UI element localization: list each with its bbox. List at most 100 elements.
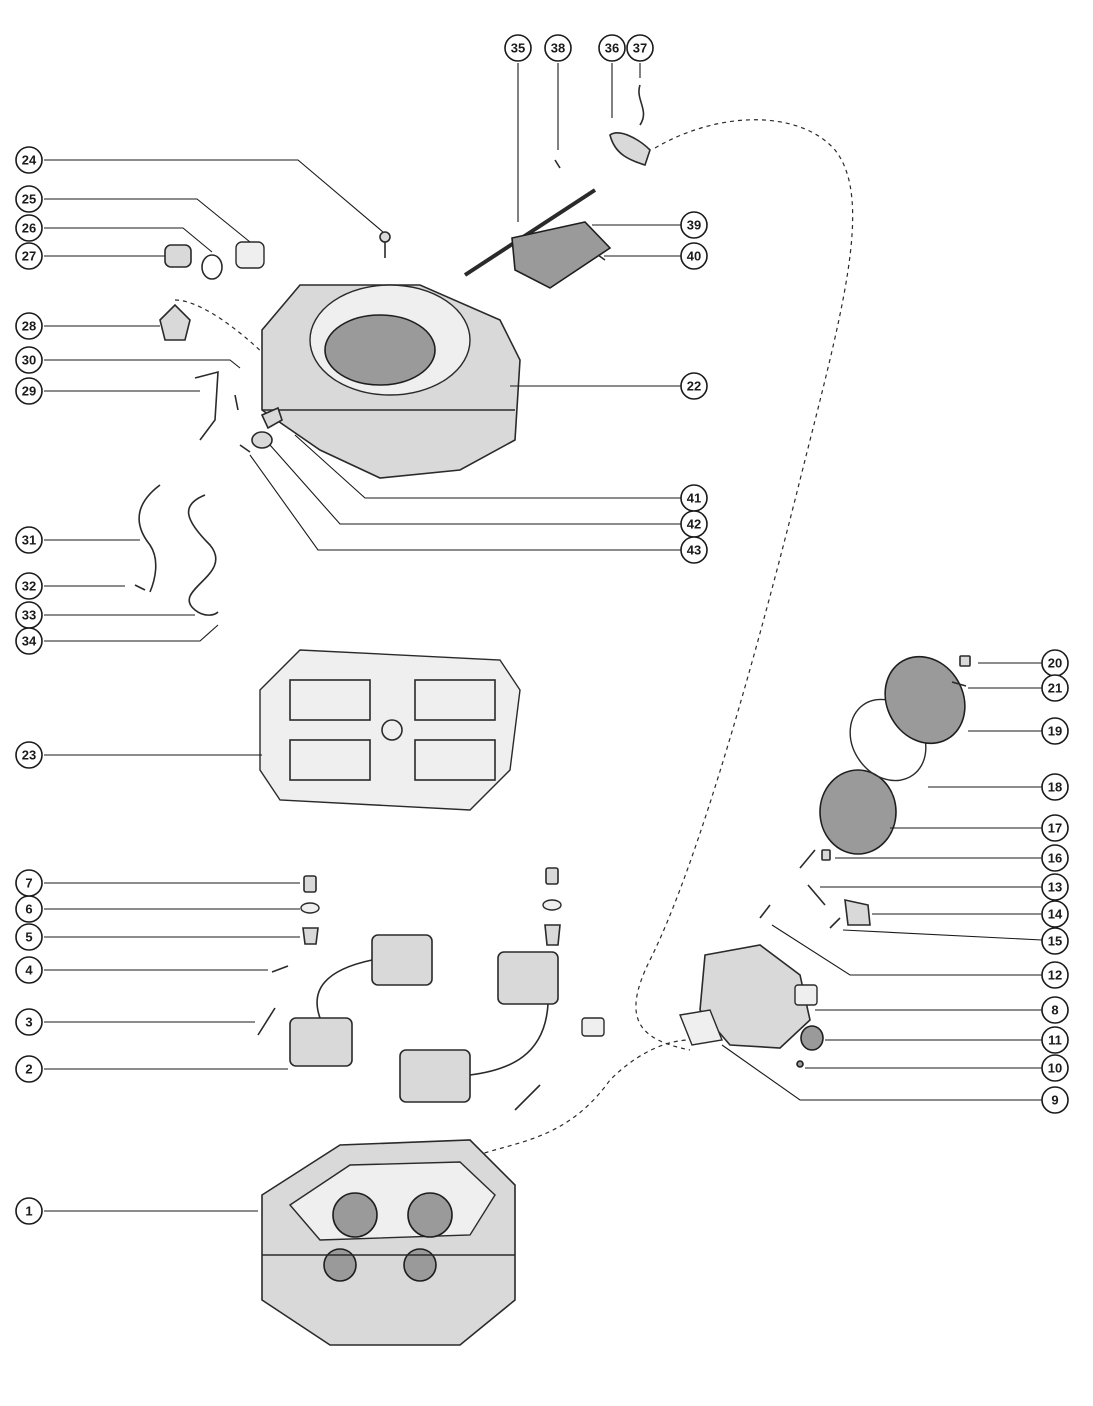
svg-text:6: 6 [25,902,32,917]
svg-text:10: 10 [1048,1061,1062,1076]
svg-text:38: 38 [551,41,565,56]
callout-34: 34 [15,627,43,655]
callout-24: 24 [15,146,43,174]
svg-text:3: 3 [25,1015,32,1030]
svg-text:13: 13 [1048,880,1062,895]
callout-36: 36 [598,34,626,62]
small-hardware-left [257,867,562,1111]
svg-text:15: 15 [1048,934,1062,949]
svg-text:28: 28 [22,319,36,334]
callout-6: 6 [15,895,43,923]
air-horn-cover [261,284,521,479]
svg-text:19: 19 [1048,724,1062,739]
callout-9: 9 [1041,1086,1069,1114]
callout-37: 37 [626,34,654,62]
callout-25: 25 [15,185,43,213]
svg-text:9: 9 [1051,1093,1058,1108]
choke-shaft-assembly [463,84,651,289]
callout-18: 18 [1041,773,1069,801]
svg-text:24: 24 [22,153,37,168]
svg-text:40: 40 [687,249,701,264]
callout-32: 32 [15,572,43,600]
svg-text:11: 11 [1048,1033,1062,1048]
callout-22: 22 [680,372,708,400]
svg-text:4: 4 [25,963,33,978]
svg-text:16: 16 [1048,851,1062,866]
float-assembly [289,934,605,1103]
callout-38: 38 [544,34,572,62]
callout-31: 31 [15,526,43,554]
callout-42: 42 [680,510,708,538]
svg-text:29: 29 [22,384,36,399]
callout-19: 19 [1041,717,1069,745]
callout-17: 17 [1041,814,1069,842]
svg-text:23: 23 [22,748,36,763]
throttle-body-base [261,1139,516,1346]
small-hardware-upper [159,231,391,441]
svg-text:41: 41 [687,491,701,506]
svg-text:18: 18 [1048,780,1062,795]
callout-33: 33 [15,601,43,629]
svg-text:8: 8 [1051,1003,1058,1018]
svg-text:30: 30 [22,353,36,368]
callout-16: 16 [1041,844,1069,872]
svg-text:43: 43 [687,543,701,558]
svg-text:39: 39 [687,218,701,233]
callout-3: 3 [15,1008,43,1036]
svg-text:42: 42 [687,517,701,532]
svg-text:2: 2 [25,1062,32,1077]
small-hardware-middle [239,406,283,453]
pump-housing [679,904,824,1068]
leader-lines [44,63,1043,1212]
callouts: 1 2 3 4 5 6 7 8 9 10 11 12 13 14 15 16 1… [15,34,1069,1225]
svg-text:37: 37 [633,41,647,56]
callout-8: 8 [1041,996,1069,1024]
callout-21: 21 [1041,674,1069,702]
callout-30: 30 [15,346,43,374]
callout-40: 40 [680,242,708,270]
svg-text:35: 35 [511,41,525,56]
svg-text:14: 14 [1048,907,1063,922]
callout-15: 15 [1041,927,1069,955]
vacuum-hose-line [174,119,854,1166]
gasket [259,649,521,811]
svg-text:17: 17 [1048,821,1062,836]
callout-43: 43 [680,536,708,564]
callout-28: 28 [15,312,43,340]
callout-14: 14 [1041,900,1069,928]
callout-4: 4 [15,956,43,984]
callout-12: 12 [1041,961,1069,989]
callout-20: 20 [1041,649,1069,677]
callout-5: 5 [15,923,43,951]
svg-text:34: 34 [22,634,37,649]
callout-26: 26 [15,214,43,242]
callout-35: 35 [504,34,532,62]
svg-text:27: 27 [22,249,36,264]
svg-text:5: 5 [25,930,32,945]
callout-13: 13 [1041,873,1069,901]
svg-text:36: 36 [605,41,619,56]
callout-11: 11 [1041,1026,1069,1054]
svg-text:31: 31 [22,533,36,548]
callout-23: 23 [15,741,43,769]
svg-text:12: 12 [1048,968,1062,983]
svg-text:26: 26 [22,221,36,236]
svg-text:33: 33 [22,608,36,623]
svg-text:21: 21 [1048,681,1062,696]
svg-text:25: 25 [22,192,36,207]
callout-39: 39 [680,211,708,239]
callout-27: 27 [15,242,43,270]
svg-text:20: 20 [1048,656,1062,671]
choke-cover-assembly [799,655,971,929]
callout-29: 29 [15,377,43,405]
callout-41: 41 [680,484,708,512]
svg-text:7: 7 [25,876,32,891]
callout-7: 7 [15,869,43,897]
callout-10: 10 [1041,1054,1069,1082]
linkage-rods [134,484,219,616]
svg-text:1: 1 [25,1204,32,1219]
svg-text:32: 32 [22,579,36,594]
callout-1: 1 [15,1197,43,1225]
